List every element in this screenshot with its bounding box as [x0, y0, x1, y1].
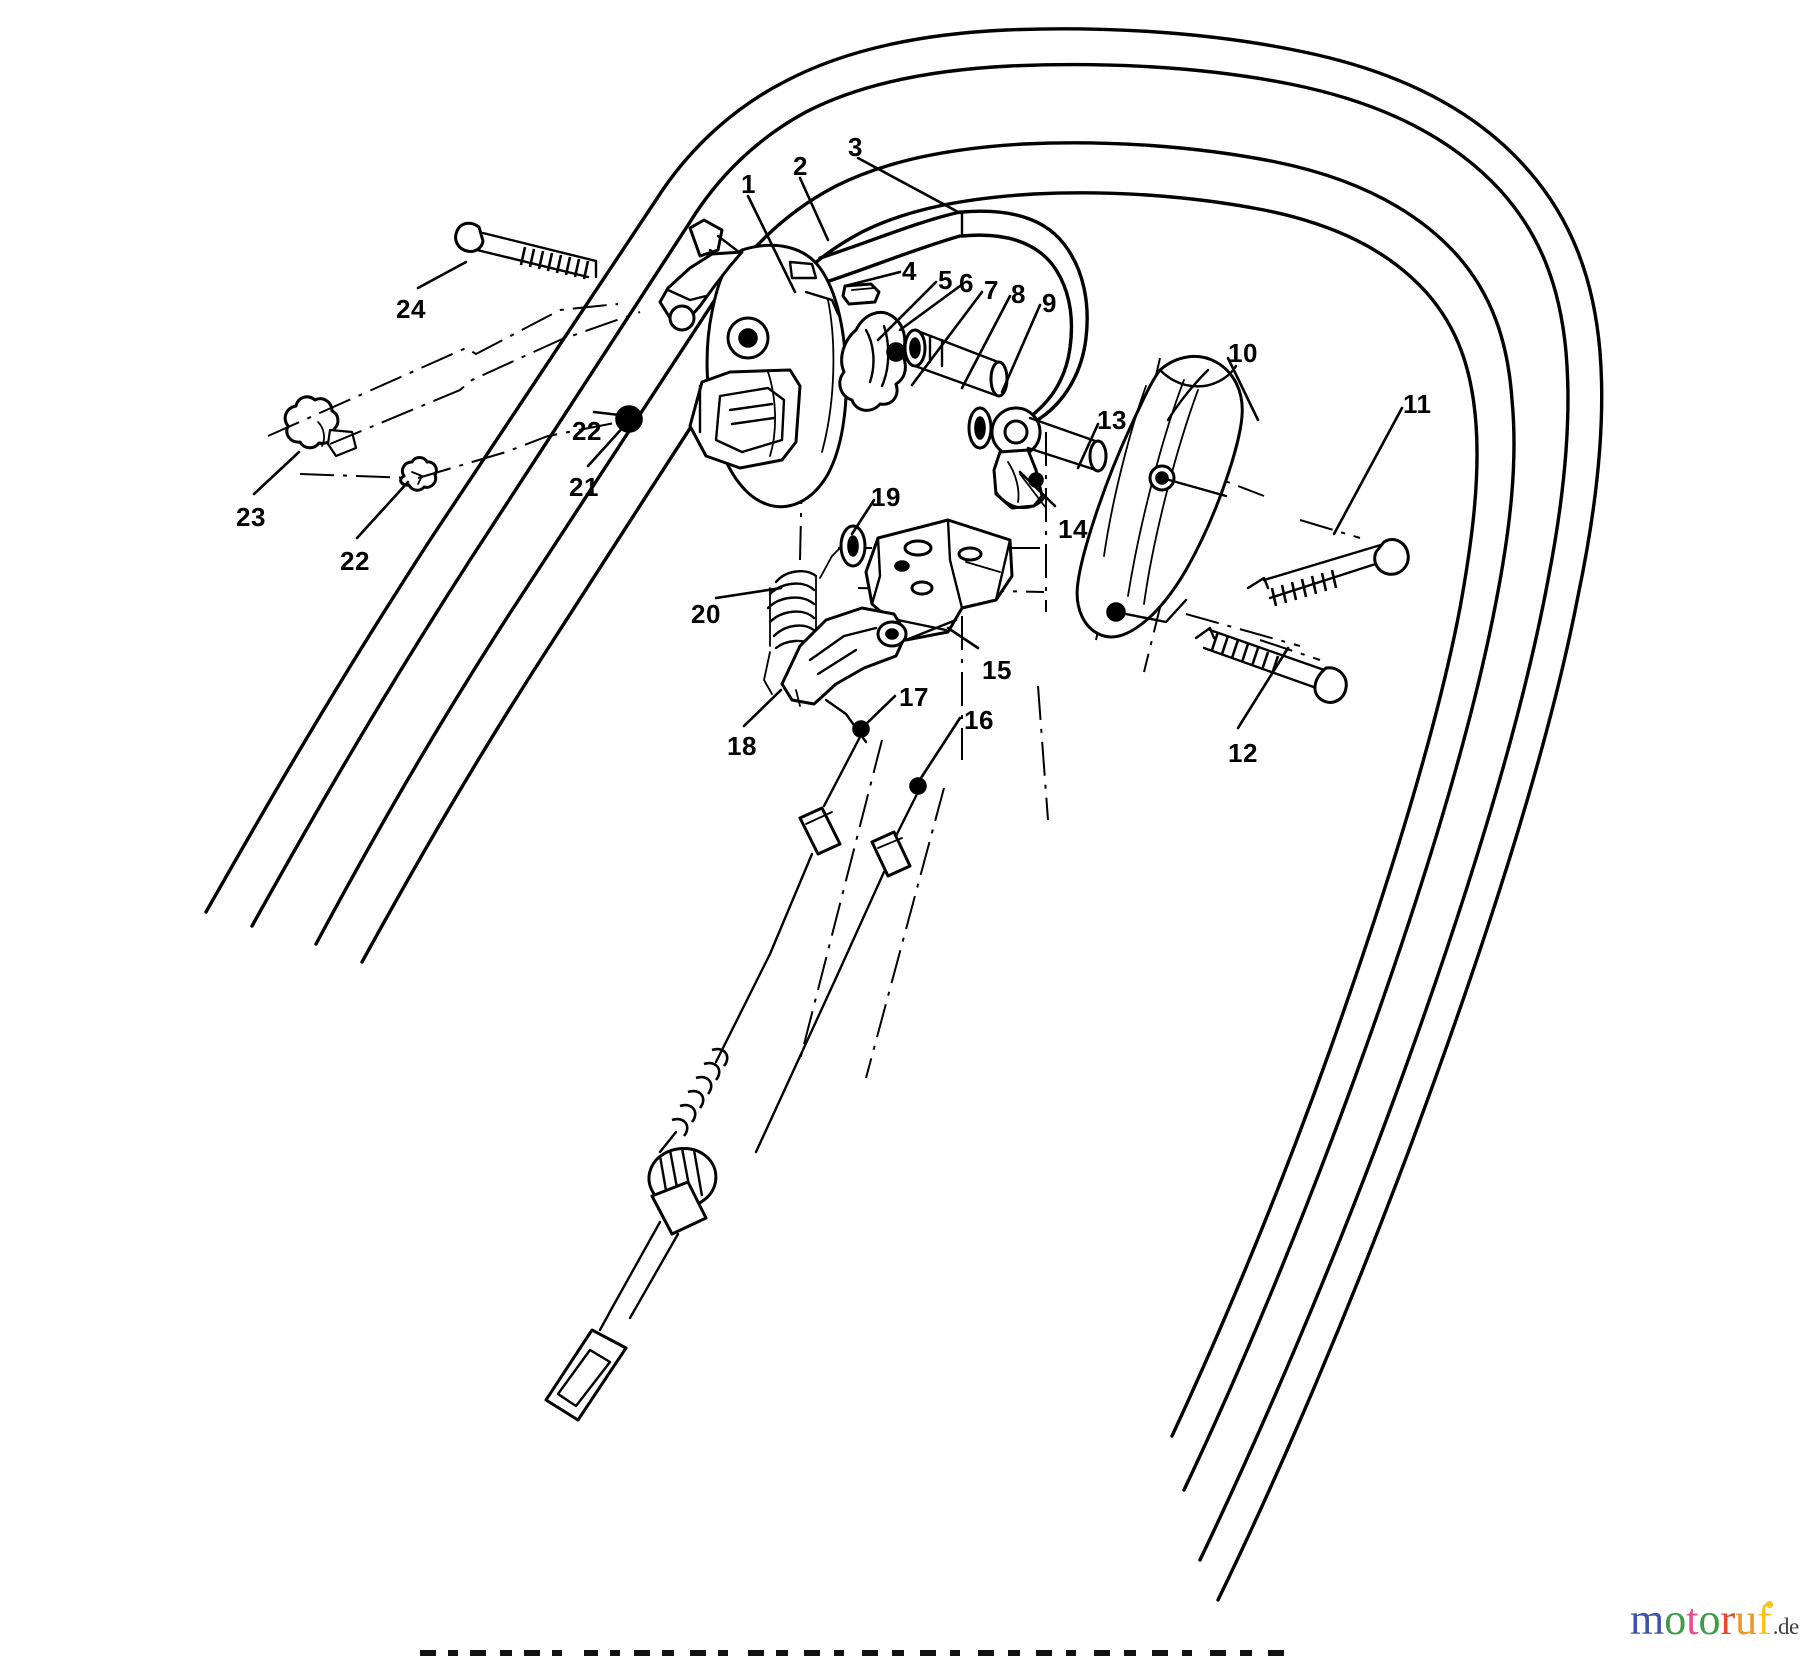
logo-letter-t-2: t: [1686, 1595, 1699, 1644]
logo-letter-r-4: r: [1720, 1595, 1736, 1644]
bottom-cropped-text: [420, 1650, 1284, 1656]
logo-letter-o-1: o: [1664, 1595, 1687, 1644]
callout-number-4: 4: [902, 256, 917, 286]
callout-number-7: 7: [984, 275, 999, 305]
callout-number-3: 3: [848, 132, 863, 162]
motoruf-logo: motoruf.de: [1630, 1598, 1799, 1642]
lever-part-18: [780, 606, 908, 744]
callout-number-8: 8: [1011, 279, 1026, 309]
screw-part-11: [1246, 538, 1410, 607]
callout-number-24: 24: [396, 294, 426, 324]
logo-letter-f-6: f: [1757, 1595, 1772, 1644]
logo-accent-dot-icon: [1765, 1601, 1773, 1608]
washer-part-22-left: [399, 456, 438, 492]
callout-number-22b: 22: [340, 546, 370, 576]
logo-letter-u-5: u: [1735, 1595, 1758, 1644]
callout-number-12: 12: [1228, 738, 1258, 768]
callout-number-22: 22: [572, 416, 602, 446]
knob-part-23: [283, 395, 358, 458]
callout-number-23: 23: [236, 502, 266, 532]
callout-number-15: 15: [982, 655, 1012, 685]
bracket-part-15: [864, 518, 1014, 642]
callout-number-9: 9: [1042, 288, 1057, 318]
logo-letter-o-3: o: [1698, 1595, 1721, 1644]
bracket-part-6: [838, 311, 907, 412]
callout-number-20: 20: [691, 599, 721, 629]
callout-number-2: 2: [793, 151, 808, 181]
grip-part-10: [1075, 355, 1244, 639]
callout-number-5: 5: [938, 265, 953, 295]
cables: [544, 720, 927, 1422]
washer-part-19: [839, 524, 867, 568]
clip-part-4: [841, 282, 881, 306]
screw-part-24: [454, 221, 598, 280]
screw-part-12: [1194, 626, 1348, 704]
callout-number-11: 11: [1403, 389, 1432, 419]
leader-lines: [252, 156, 1404, 780]
callout-number-17: 17: [899, 682, 929, 712]
callout-number-10: 10: [1228, 338, 1258, 368]
pivot-part-13: [967, 406, 1108, 510]
lever-housing-part-2: [658, 243, 848, 509]
callout-number-13: 13: [1097, 405, 1127, 435]
cable-ferrules: [805, 811, 903, 849]
callout-number-1: 1: [741, 169, 756, 199]
logo-suffix: .de: [1772, 1614, 1799, 1639]
logo-letter-m-0: m: [1630, 1595, 1665, 1644]
lug-part-14: [1019, 473, 1047, 509]
callout-number-18: 18: [727, 731, 757, 761]
callout-number-19: 19: [871, 482, 901, 512]
handle-frame: [204, 27, 1604, 1602]
callout-number-14: 14: [1058, 514, 1088, 544]
callout-number-21: 21: [569, 472, 599, 502]
shaft-part-8: [903, 328, 1009, 398]
ball-part-21: [615, 405, 643, 433]
callout-number-6: 6: [959, 268, 974, 298]
callout-number-16: 16: [964, 705, 994, 735]
